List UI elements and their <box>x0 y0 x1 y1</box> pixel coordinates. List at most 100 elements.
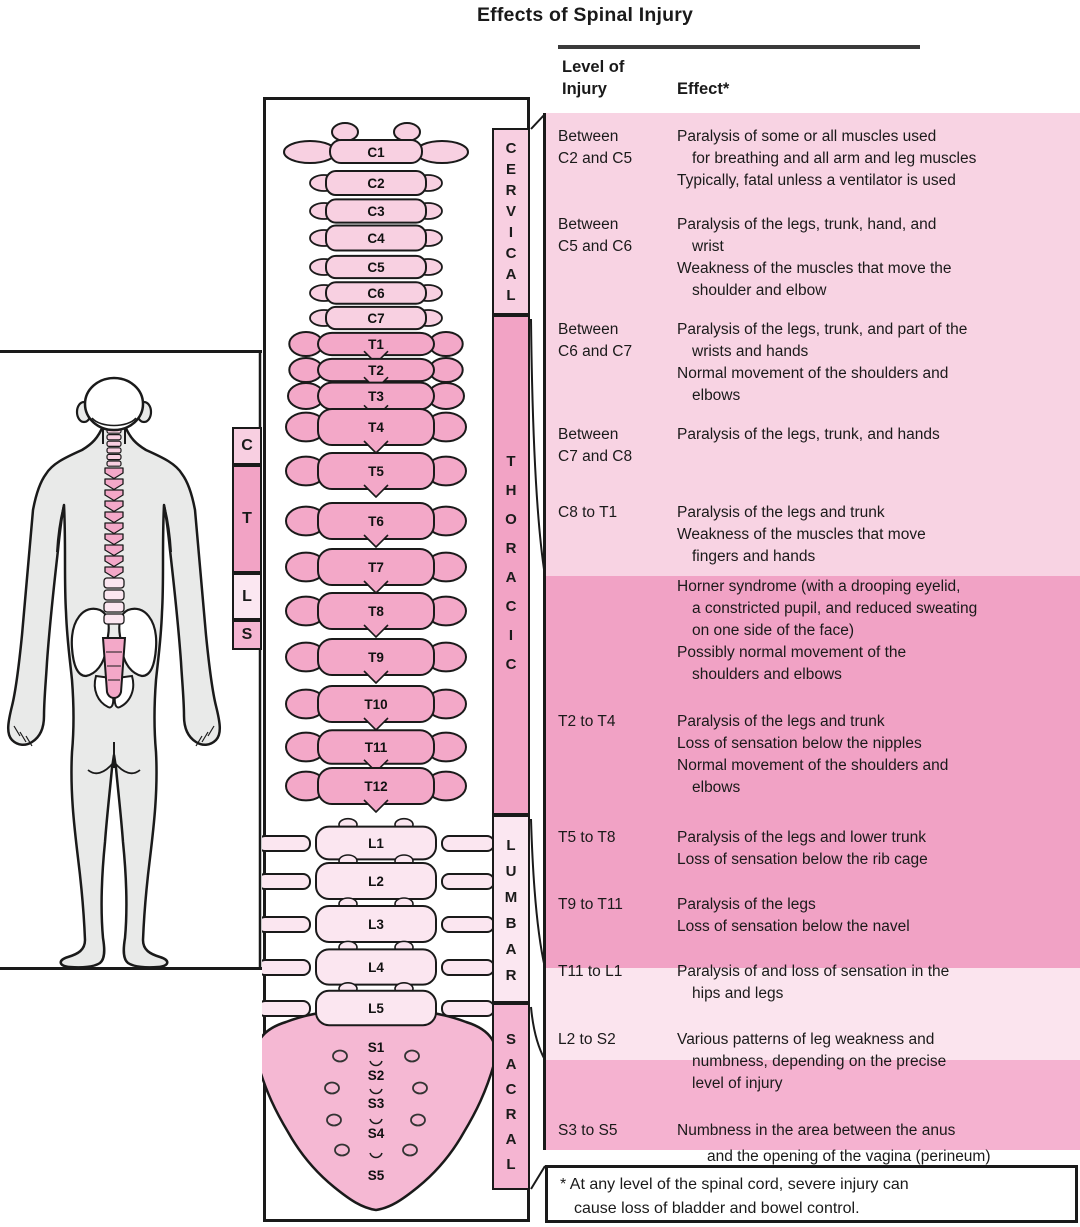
row-effect-line: shoulder and elbow <box>692 282 827 299</box>
row-effect-line: Possibly normal movement of the <box>677 644 907 661</box>
body-lumbar-segment <box>103 577 125 589</box>
row-effect-line: Paralysis of the legs and lower trunk <box>677 829 926 846</box>
row-effect-line: Paralysis of some or all muscles used <box>677 128 937 145</box>
sacral-end-connector-line <box>530 1165 546 1190</box>
row-effect: Paralysis of some or all muscles used for… <box>677 126 1078 192</box>
row-effect-line: Paralysis of the legs and trunk <box>677 713 885 730</box>
sacral-chevron <box>369 1152 383 1159</box>
sacral-foramen <box>412 1081 428 1095</box>
pelvis-left-wing <box>70 607 110 678</box>
body-cervical-segment <box>106 440 122 448</box>
left-hand-finger-line <box>25 735 33 747</box>
row-effect-line: shoulders and elbows <box>692 666 842 683</box>
row-effect-line: Horner syndrome (with a drooping eyelid, <box>677 578 961 595</box>
spinous-process <box>363 484 389 498</box>
row-effect-line: Loss of sensation below the rib cage <box>677 851 928 868</box>
sacral-foramen <box>326 1113 342 1127</box>
vertebra-label-t12: T12 <box>364 779 387 794</box>
body-label-c: C <box>232 427 262 465</box>
region-bar-letter: H <box>505 482 517 499</box>
vertebra-label-s5: S5 <box>368 1168 385 1183</box>
row-effect-line: Paralysis of the legs <box>677 896 816 913</box>
region-bar-letter: A <box>505 266 517 283</box>
row-level-line: Between <box>558 321 619 338</box>
page-title: Effects of Spinal Injury <box>476 4 694 26</box>
row-level-line: T11 to L1 <box>558 963 623 980</box>
region-bar-letter: C <box>505 1081 517 1098</box>
vertebra-label-t8: T8 <box>368 604 384 619</box>
vertebra-body <box>325 281 427 305</box>
row-level: T9 to T11 <box>558 894 670 916</box>
region-bar-letter: C <box>505 140 517 157</box>
table-band-4 <box>545 1060 1080 1150</box>
body-label-t: T <box>232 465 262 573</box>
vertebra-label-c1: C1 <box>367 145 385 160</box>
sacral-foramen <box>402 1143 418 1157</box>
vertebra-label-t3: T3 <box>368 389 384 404</box>
body-thoracic-segment <box>104 522 124 535</box>
lumbar-transverse-process <box>441 1000 495 1017</box>
row-effect-line: numbness, depending on the precise <box>692 1053 947 1070</box>
row-effect-line: Loss of sensation below the nipples <box>677 735 922 752</box>
region-bar-letter: A <box>505 569 517 586</box>
spinous-process <box>363 534 389 548</box>
occipital-condyle <box>393 122 421 142</box>
row-effect-line: Paralysis of the legs, trunk, hand, and <box>677 216 937 233</box>
row-effect-line: Typically, fatal unless a ventilator is … <box>677 172 956 189</box>
c1-left-wing <box>283 140 337 164</box>
body-thoracic-segment <box>104 533 124 546</box>
row-effect-line: for breathing and all arm and leg muscle… <box>692 150 977 167</box>
right-hand-finger-line <box>195 735 203 747</box>
sacral-chevron <box>369 1060 383 1067</box>
row-level: T11 to L1 <box>558 961 670 983</box>
body-lumbar-segment <box>103 613 125 625</box>
column-header-effect: Effect* <box>677 80 730 98</box>
region-bar-letter: C <box>505 656 517 673</box>
row-level: L2 to S2 <box>558 1029 670 1051</box>
vertebra-label-l1: L1 <box>368 836 384 851</box>
vertebra-label-l4: L4 <box>368 960 384 975</box>
region-bar-letter: S <box>505 1031 516 1048</box>
row-effect: Paralysis of and loss of sensation in th… <box>677 961 1078 1005</box>
lumbar-transverse-process <box>262 916 311 933</box>
left-armpit-crease <box>56 504 65 553</box>
right-hand-finger-line <box>201 731 209 743</box>
lumbar-transverse-process <box>262 835 311 852</box>
vertebra-label-t1: T1 <box>368 337 384 352</box>
vertebra-label-t6: T6 <box>368 514 384 529</box>
vertebra-label-c6: C6 <box>367 286 385 301</box>
body-thoracic-segment <box>104 478 124 491</box>
table-band-1 <box>545 113 1080 576</box>
row-effect-line: Various patterns of leg weakness and <box>677 1031 935 1048</box>
row-level-line: C7 and C8 <box>558 448 633 465</box>
row-level-line: Between <box>558 216 619 233</box>
left-hand-finger-line <box>19 731 27 743</box>
vertebra-label-c5: C5 <box>367 260 385 275</box>
row-effect-line: on one side of the face) <box>692 622 855 639</box>
vertebra-label-c2: C2 <box>367 176 384 191</box>
spinous-process <box>363 670 389 684</box>
vertebra-body <box>325 305 427 331</box>
region-bar-letter: I <box>508 627 514 644</box>
spine-illustration: C1C2C3C4C5C6C7T1T2T3T4T5T6T7T8T9T10T11T1… <box>262 97 530 1222</box>
row-level-line: Between <box>558 128 619 145</box>
row-effect-line: wrist <box>692 238 724 255</box>
region-bar-letter: C <box>505 598 517 615</box>
sacral-foramen <box>332 1049 348 1063</box>
region-bar-letter: R <box>505 540 517 557</box>
vertebra-label-s4: S4 <box>368 1126 385 1141</box>
left-buttock-crease <box>87 761 115 775</box>
body-lumbar-segment <box>103 601 125 613</box>
lumbar-transverse-process <box>262 959 311 976</box>
row-level-line: S3 to S5 <box>558 1122 618 1139</box>
table-band-2 <box>545 576 1080 968</box>
row-effect: Paralysis of the legs, trunk, and part o… <box>677 319 1078 407</box>
lumbar-transverse-process <box>441 835 495 852</box>
row-effect: Various patterns of leg weakness and numb… <box>677 1029 1078 1095</box>
vertebra-body <box>325 169 427 197</box>
region-bar-letter: A <box>505 941 517 958</box>
